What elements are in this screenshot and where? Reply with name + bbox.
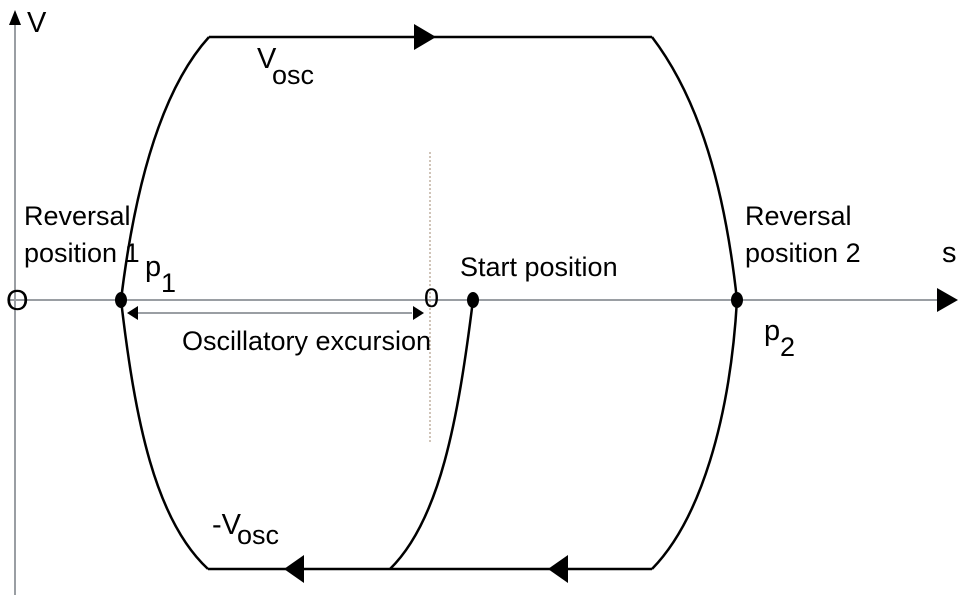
p2-label: p (764, 315, 780, 347)
start-point (467, 292, 479, 308)
left-upper-curve (119, 36, 210, 301)
s-axis-label: s (942, 237, 957, 269)
oscillatory-excursion-label: Oscillatory excursion (182, 326, 431, 356)
reversal-position-1-line1: Reversal (24, 201, 131, 231)
lower-direction-arrow-left-icon (284, 555, 304, 583)
upper-direction-arrow-icon (414, 24, 436, 50)
v-axis-arrow-icon (9, 10, 21, 25)
excursion-arrow-right-icon (413, 306, 424, 320)
excursion-arrow-left-icon (127, 306, 138, 320)
v-osc-subscript: osc (272, 60, 314, 90)
p1-subscript: 1 (161, 268, 176, 298)
right-lower-curve (651, 299, 739, 570)
lower-direction-arrow-right-icon (548, 555, 568, 583)
start-position-label: Start position (460, 252, 618, 282)
origin-label: O (6, 285, 29, 317)
s-axis-arrow-icon (937, 288, 958, 312)
neg-v-osc-subscript: osc (237, 520, 279, 550)
p1-point (115, 292, 127, 308)
p2-point (731, 292, 743, 308)
neg-v-osc-label: -V (212, 509, 242, 541)
p1-label: p (145, 251, 161, 283)
right-upper-curve (651, 36, 739, 301)
zero-label: 0 (424, 283, 439, 313)
reversal-position-1-line2: position 1 (24, 238, 140, 268)
reversal-position-2-line2: position 2 (745, 238, 861, 268)
left-lower-curve (119, 299, 209, 570)
v-osc-label: V (257, 43, 277, 75)
reversal-position-2-line1: Reversal (745, 201, 852, 231)
p2-subscript: 2 (780, 332, 795, 362)
v-axis-label: V (27, 7, 47, 39)
start-curve (389, 299, 475, 570)
